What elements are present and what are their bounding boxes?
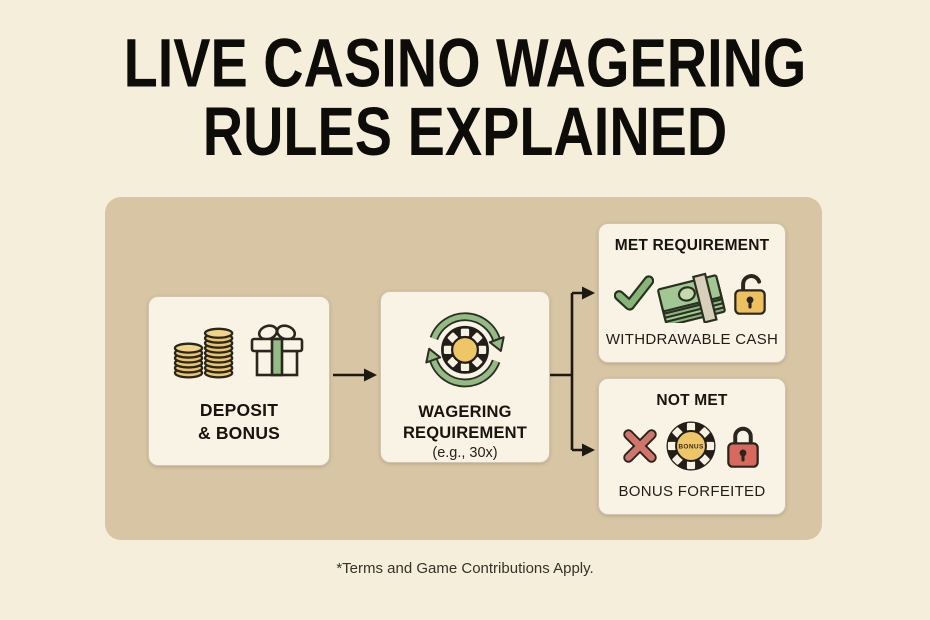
deposit-bonus-label: DEPOSIT & BONUS [197,400,281,443]
page-title-line2: RULES EXPLAINED [202,93,728,171]
not-met-title: NOT MET [656,392,728,409]
terms-footnote: *Terms and Game Contributions Apply. [336,560,594,577]
gift-icon [250,324,304,377]
met-requirement-title: MET REQUIREMENT [614,237,770,254]
wagering-multiplier-note: (e.g., 30x) [432,445,498,462]
deposit-bonus-card: DEPOSIT & BONUS [148,296,330,466]
bonus-chip-icon: BONUS [666,421,716,471]
not-met-card: NOT MET [598,378,786,515]
checkmark-icon [614,275,654,311]
arrow-to-met [582,286,595,300]
wagering-requirement-label: WAGERING REQUIREMENT [402,403,528,442]
wagering-cycle-chip-icon [425,312,505,388]
flow-panel: DEPOSIT & BONUS [105,197,822,540]
flow-connectors [333,286,595,457]
arrow-to-notmet [582,443,595,457]
met-requirement-card: MET REQUIREMENT [598,223,786,363]
coin-stack-icon [173,327,234,379]
unlocked-padlock-icon [734,274,766,315]
page-title: LIVE CASINO WAGERING RULES EXPLAINED [9,25,920,171]
arrow-deposit-to-wagering [364,368,377,382]
met-requirement-caption: WITHDRAWABLE CASH [605,331,779,348]
locked-padlock-icon [727,426,759,468]
bonus-chip-label: BONUS [678,444,704,451]
cash-stack-icon [657,272,726,323]
wagering-requirement-card: WAGERING REQUIREMENT (e.g., 30x) [380,291,550,463]
not-met-caption: BONUS FORFEITED [618,483,766,500]
x-mark-icon [623,429,657,463]
page-title-line1: LIVE CASINO WAGERING [123,25,807,103]
